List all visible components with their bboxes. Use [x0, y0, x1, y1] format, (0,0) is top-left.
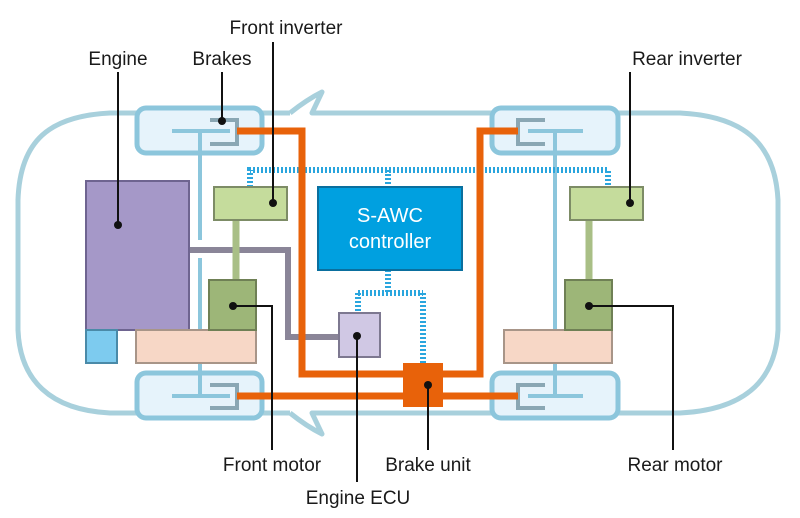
wheel-front-left [134, 105, 265, 156]
rear-gearbox [503, 329, 613, 364]
leader-lines [117, 42, 674, 482]
controller-line1: S-AWC [357, 205, 423, 227]
s-awc-controller: S-AWC controller [317, 186, 463, 271]
engine-block [85, 180, 190, 331]
label-engine: Engine [88, 49, 147, 70]
battery-block [85, 329, 118, 364]
label-engine-ecu: Engine ECU [306, 488, 411, 509]
label-brakes: Brakes [192, 49, 251, 70]
brake-unit-block [403, 363, 443, 407]
label-front-inverter: Front inverter [230, 18, 344, 39]
label-rear-inverter: Rear inverter [632, 49, 742, 70]
label-rear-motor: Rear motor [627, 455, 723, 476]
label-brake-unit: Brake unit [385, 455, 471, 476]
controller-line2: controller [349, 231, 432, 253]
front-gearbox [135, 329, 257, 364]
label-front-motor: Front motor [223, 455, 322, 476]
leader-dots [114, 117, 634, 389]
signal-lines [247, 167, 611, 363]
brake-lines [237, 127, 518, 400]
